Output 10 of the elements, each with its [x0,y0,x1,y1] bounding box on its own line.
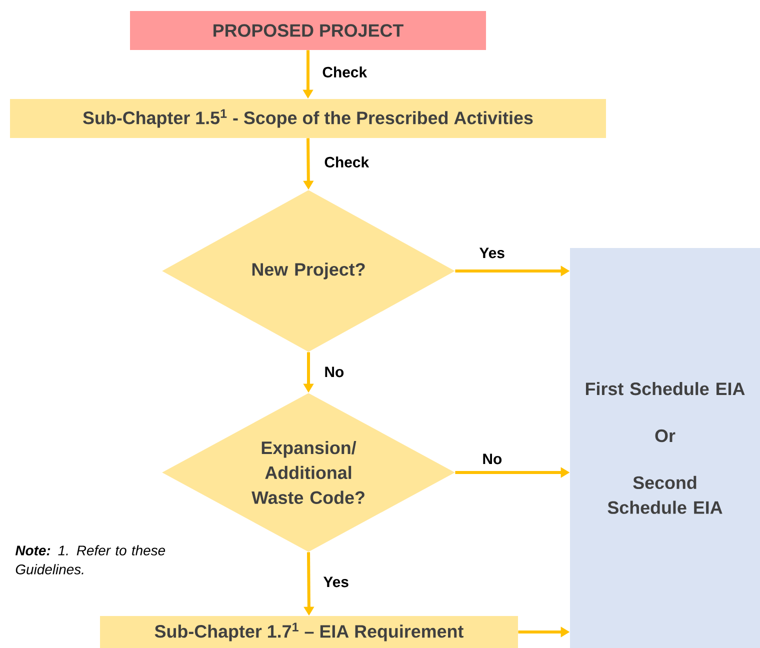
edge-label: Check [321,66,368,78]
process-box: Sub-Chapter 1.5$^{1}$ - Scope of the Prescribed Activities [10,98,606,138]
edge-label: Check [323,156,370,168]
process-box: PROPOSED PROJECT [130,11,486,50]
edge-label: Yes [322,576,350,588]
outcome-box: First Schedule EIA Or Second Schedule EIA [570,248,760,648]
process-box: Sub-Chapter 1.7$^{1}$ – EIA Requirement [100,616,518,648]
edge-label: No [481,452,504,466]
edge-label: Yes [478,246,506,260]
edge-label: No [323,366,346,378]
